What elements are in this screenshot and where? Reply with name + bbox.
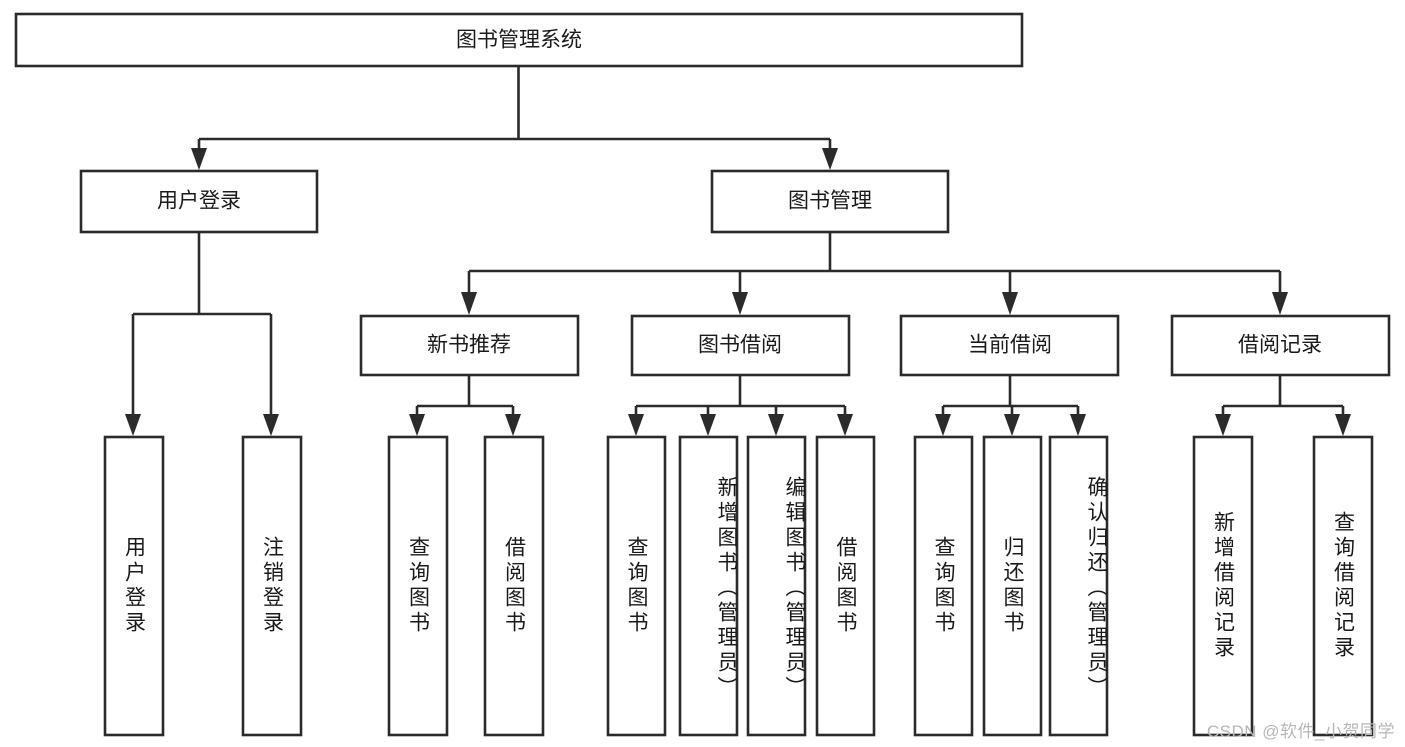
node-leaf-query-book-1-box[interactable] <box>387 435 449 737</box>
node-user-login-label: 用户登录 <box>157 190 241 213</box>
node-leaf-borrow-book-1-label: 借阅图书 <box>502 536 526 636</box>
node-borrow-record-box[interactable] <box>1170 314 1391 377</box>
arrowhead-new-book-recommend <box>461 292 477 315</box>
node-leaf-edit-book-box[interactable] <box>746 435 807 737</box>
node-leaf-confirm-return-box[interactable] <box>1048 435 1109 737</box>
arrowhead-leaf-query-book-3 <box>935 414 951 436</box>
node-leaf-logout-login[interactable]: 注销登录 <box>241 435 303 737</box>
leaf-nodes-group: 用户登录 注销登录 查询图书 借阅图书 <box>103 435 1374 737</box>
node-root-box[interactable] <box>14 12 1024 68</box>
node-leaf-add-book-label: 新增图书（管理员） <box>715 475 737 701</box>
node-leaf-query-book-3[interactable]: 查询图书 <box>913 435 974 737</box>
arrowhead-leaf-add-book <box>700 414 716 436</box>
node-leaf-query-book-2[interactable]: 查询图书 <box>606 435 667 737</box>
node-user-login-box[interactable] <box>79 169 319 234</box>
node-leaf-query-book-1-label: 查询图书 <box>406 536 430 636</box>
arrowhead-book-borrow <box>732 292 748 315</box>
node-leaf-borrow-book-1-box[interactable] <box>483 435 545 737</box>
node-leaf-add-record-label: 新增借阅记录 <box>1211 511 1235 661</box>
arrowhead-leaf-query-record <box>1335 414 1351 436</box>
node-leaf-return-book[interactable]: 归还图书 <box>982 435 1043 737</box>
arrowhead-borrow-record <box>1272 292 1288 315</box>
node-current-borrow-box[interactable] <box>899 314 1120 377</box>
node-book-management[interactable]: 图书管理 <box>710 169 950 234</box>
arrowhead-leaf-user-login <box>125 414 141 436</box>
arrowhead-leaf-edit-book <box>768 414 784 436</box>
node-leaf-query-book-2-label: 查询图书 <box>625 536 648 636</box>
node-current-borrow[interactable]: 当前借阅 <box>899 314 1120 377</box>
node-leaf-borrow-book-2-box[interactable] <box>815 435 876 737</box>
arrowhead-user-login <box>191 148 207 170</box>
node-leaf-user-login-label: 用户登录 <box>122 536 146 636</box>
node-leaf-query-record-label: 查询借阅记录 <box>1331 511 1355 661</box>
node-user-login[interactable]: 用户登录 <box>79 169 319 234</box>
node-leaf-logout-login-box[interactable] <box>241 435 303 737</box>
node-leaf-return-book-box[interactable] <box>982 435 1043 737</box>
node-leaf-query-record-box[interactable] <box>1312 435 1374 737</box>
arrowhead-leaf-query-book-1 <box>409 414 425 436</box>
node-new-book-recommend-label: 新书推荐 <box>427 334 511 357</box>
node-root[interactable]: 图书管理系统 <box>14 12 1024 68</box>
connectors-group <box>125 66 1351 436</box>
node-book-management-box[interactable] <box>710 169 950 234</box>
node-leaf-edit-book[interactable]: 编辑图书（管理员） <box>746 435 807 737</box>
node-leaf-return-book-label: 归还图书 <box>1001 536 1024 636</box>
arrowhead-leaf-return-book <box>1004 414 1020 436</box>
node-leaf-add-record-box[interactable] <box>1192 435 1254 737</box>
arrowhead-leaf-confirm-return <box>1070 414 1086 436</box>
arrowhead-leaf-query-book-2 <box>628 414 644 436</box>
node-leaf-query-book-3-box[interactable] <box>913 435 974 737</box>
arrowhead-leaf-logout-login <box>263 414 279 436</box>
node-leaf-add-book[interactable]: 新增图书（管理员） <box>678 435 739 737</box>
node-leaf-query-book-1[interactable]: 查询图书 <box>387 435 449 737</box>
arrowhead-leaf-borrow-book-1 <box>505 414 521 436</box>
node-leaf-query-record[interactable]: 查询借阅记录 <box>1312 435 1374 737</box>
node-book-management-label: 图书管理 <box>788 190 872 213</box>
node-borrow-record[interactable]: 借阅记录 <box>1170 314 1391 377</box>
node-book-borrow-box[interactable] <box>630 314 851 377</box>
node-borrow-record-label: 借阅记录 <box>1238 334 1322 357</box>
node-leaf-confirm-return-label: 确认归还（管理员） <box>1085 475 1107 701</box>
node-leaf-borrow-book-1[interactable]: 借阅图书 <box>483 435 545 737</box>
node-leaf-add-book-box[interactable] <box>678 435 739 737</box>
node-root-label: 图书管理系统 <box>456 29 582 52</box>
node-leaf-confirm-return[interactable]: 确认归还（管理员） <box>1048 435 1109 737</box>
node-leaf-borrow-book-2[interactable]: 借阅图书 <box>815 435 876 737</box>
arrowhead-current-borrow <box>1002 292 1018 315</box>
node-leaf-user-login[interactable]: 用户登录 <box>103 435 165 737</box>
node-current-borrow-label: 当前借阅 <box>968 334 1052 357</box>
arrowhead-leaf-add-record <box>1215 414 1231 436</box>
csdn-watermark: CSDN @软件_小贺同学 <box>1206 722 1395 741</box>
arrowhead-book-management <box>822 148 838 170</box>
node-leaf-query-book-2-box[interactable] <box>606 435 667 737</box>
node-leaf-user-login-box[interactable] <box>103 435 165 737</box>
node-leaf-query-book-3-label: 查询图书 <box>932 536 955 636</box>
node-leaf-edit-book-label: 编辑图书（管理员） <box>783 475 805 701</box>
node-new-book-recommend-box[interactable] <box>359 314 580 377</box>
node-leaf-borrow-book-2-label: 借阅图书 <box>834 536 857 636</box>
node-leaf-logout-login-label: 注销登录 <box>260 536 284 636</box>
arrowhead-leaf-borrow-book-2 <box>837 414 853 436</box>
node-book-borrow-label: 图书借阅 <box>698 334 782 357</box>
node-book-borrow[interactable]: 图书借阅 <box>630 314 851 377</box>
node-new-book-recommend[interactable]: 新书推荐 <box>359 314 580 377</box>
node-leaf-add-record[interactable]: 新增借阅记录 <box>1192 435 1254 737</box>
